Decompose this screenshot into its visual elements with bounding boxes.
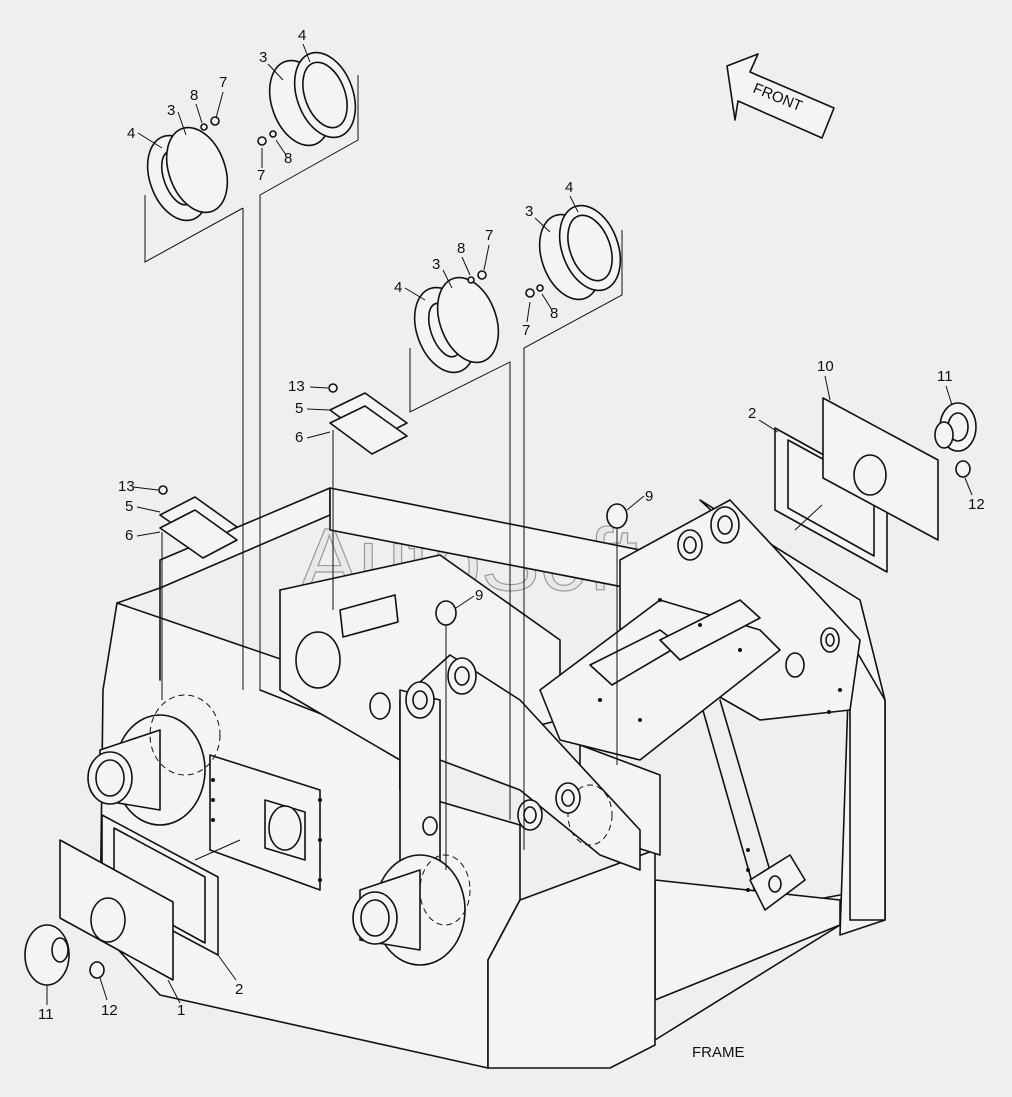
left-rear-axle-tube <box>87 714 206 826</box>
callout: 8 <box>190 87 198 104</box>
small-plate-group-b <box>328 383 408 610</box>
leader-lines <box>46 43 973 1005</box>
cover-group-b <box>257 51 359 690</box>
callout: 3 <box>432 256 440 273</box>
callout: 12 <box>968 496 985 513</box>
right-panel-assembly <box>774 397 977 573</box>
callout: 8 <box>550 305 558 322</box>
left-access-window <box>209 754 321 891</box>
frame-bosses <box>295 506 840 836</box>
callout: 11 <box>937 368 953 385</box>
callout: 7 <box>485 227 493 244</box>
diagram-title: FRAME <box>692 1044 745 1061</box>
small-plate-group-a <box>158 485 238 700</box>
callout: 4 <box>394 279 402 296</box>
callout-labels: 4 3 8 7 4 3 7 8 4 3 8 7 4 3 7 8 13 5 6 1… <box>38 27 985 1023</box>
bolt-circle-front <box>419 854 471 926</box>
callout: 7 <box>522 322 530 339</box>
grommet-a <box>606 503 628 765</box>
callout: 13 <box>118 478 135 495</box>
callout: 8 <box>284 150 292 167</box>
callout: 9 <box>475 587 483 604</box>
callout: 13 <box>288 378 305 395</box>
top-plate-opening <box>339 594 399 638</box>
callout: 2 <box>748 405 756 422</box>
bolt-circle-mid <box>567 784 613 846</box>
callout: 9 <box>645 488 653 505</box>
callout: 7 <box>219 74 227 91</box>
callout: 3 <box>259 49 267 66</box>
cover-group-a <box>144 116 244 690</box>
front-direction-arrow: FRONT <box>726 53 835 139</box>
callout: 4 <box>127 125 135 142</box>
callout: 6 <box>295 429 303 446</box>
callout: 2 <box>235 981 243 998</box>
callout: 4 <box>565 179 573 196</box>
callout: 5 <box>125 498 133 515</box>
callout: 6 <box>125 527 133 544</box>
callout: 12 <box>101 1002 118 1019</box>
grommet-b <box>435 600 457 870</box>
cover-group-c <box>409 270 511 820</box>
callout: 10 <box>817 358 834 375</box>
callout: 4 <box>298 27 306 44</box>
cover-group-d <box>523 204 623 850</box>
callout: 8 <box>457 240 465 257</box>
callout: 11 <box>38 1006 54 1023</box>
bolt-circle-rear <box>149 694 221 776</box>
left-panel-assembly <box>24 814 241 986</box>
callout: 3 <box>525 203 533 220</box>
callout: 5 <box>295 400 303 417</box>
lower-right-bracket <box>749 854 806 911</box>
frame-bolt-holes <box>211 598 842 892</box>
callout: 3 <box>167 102 175 119</box>
callout: 7 <box>257 167 265 184</box>
left-front-axle-tube <box>352 854 466 966</box>
callout: 1 <box>177 1002 185 1019</box>
